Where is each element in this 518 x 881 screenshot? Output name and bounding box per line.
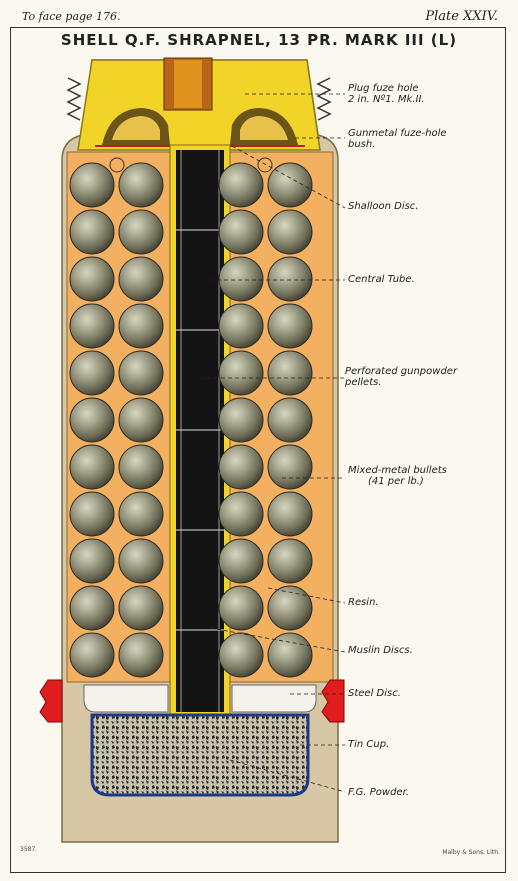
plate-serial-number: 3587. bbox=[20, 846, 38, 853]
bullet bbox=[267, 585, 313, 631]
bush-threads-left bbox=[66, 77, 82, 121]
label-muslin-discs: Muslin Discs. bbox=[348, 645, 413, 656]
bullet bbox=[218, 397, 264, 443]
bullet bbox=[69, 162, 115, 208]
bullet bbox=[118, 162, 164, 208]
bullet bbox=[218, 209, 264, 255]
bullet bbox=[118, 491, 164, 537]
bullet bbox=[118, 585, 164, 631]
bullet bbox=[267, 162, 313, 208]
bullet bbox=[69, 491, 115, 537]
central-tube bbox=[176, 150, 224, 712]
bullet bbox=[267, 397, 313, 443]
bullet bbox=[69, 538, 115, 584]
bullet bbox=[69, 303, 115, 349]
bullet bbox=[118, 538, 164, 584]
label-central-tube: Central Tube. bbox=[348, 274, 415, 285]
bullet bbox=[69, 397, 115, 443]
bullet bbox=[267, 209, 313, 255]
bullet bbox=[118, 444, 164, 490]
bullet bbox=[218, 162, 264, 208]
plate-number: Plate XXIV. bbox=[425, 9, 498, 24]
bullet bbox=[69, 209, 115, 255]
bullet bbox=[218, 585, 264, 631]
label-tin-cup: Tin Cup. bbox=[348, 739, 390, 750]
driving-band-right bbox=[321, 679, 345, 723]
steel-disc bbox=[83, 684, 169, 713]
label-bullets: Mixed-metal bullets(41 per lb.) bbox=[348, 465, 447, 487]
plate-title: SHELL Q.F. SHRAPNEL, 13 PR. MARK III (L) bbox=[60, 31, 458, 49]
bullet bbox=[218, 444, 264, 490]
label-steel-disc: Steel Disc. bbox=[348, 688, 401, 699]
page-reference: To face page 176. bbox=[22, 10, 121, 23]
bullet bbox=[267, 538, 313, 584]
bullet bbox=[69, 256, 115, 302]
leader-lines bbox=[200, 93, 346, 793]
bullet bbox=[118, 256, 164, 302]
label-shalloon-disc: Shalloon Disc. bbox=[348, 201, 419, 212]
tin-cup bbox=[90, 713, 310, 797]
bullet bbox=[218, 632, 264, 678]
bullet bbox=[218, 303, 264, 349]
bullet bbox=[118, 397, 164, 443]
bullet bbox=[218, 538, 264, 584]
bullet bbox=[118, 209, 164, 255]
bullet bbox=[267, 303, 313, 349]
bullet bbox=[69, 632, 115, 678]
label-fg-powder: F.G. Powder. bbox=[348, 787, 409, 798]
bush-threads-right bbox=[316, 77, 332, 121]
bullet bbox=[69, 585, 115, 631]
bullet bbox=[69, 350, 115, 396]
tube-pellet-dividers bbox=[176, 229, 224, 631]
plate-frame bbox=[10, 27, 506, 873]
bullet bbox=[218, 491, 264, 537]
driving-band-left bbox=[39, 679, 63, 723]
bullet bbox=[218, 256, 264, 302]
bullet bbox=[267, 350, 313, 396]
bullet bbox=[267, 491, 313, 537]
bullet bbox=[267, 256, 313, 302]
bullet bbox=[118, 303, 164, 349]
printer-credit: Malby & Sons, Lith. bbox=[442, 849, 500, 856]
bullet bbox=[118, 350, 164, 396]
bullet bbox=[267, 444, 313, 490]
mixed-metal-bullets bbox=[69, 162, 313, 678]
label-resin: Resin. bbox=[348, 597, 379, 608]
bullet bbox=[69, 444, 115, 490]
bullet bbox=[118, 632, 164, 678]
bullet bbox=[218, 350, 264, 396]
